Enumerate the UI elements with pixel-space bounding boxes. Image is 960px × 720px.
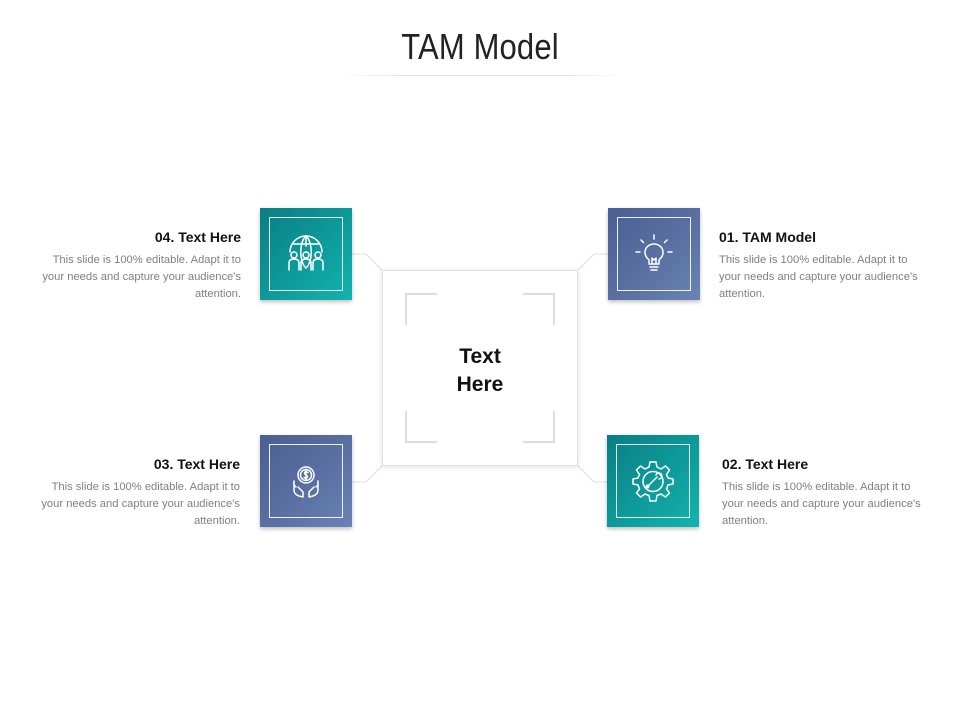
center-box: Text Here: [382, 270, 578, 466]
tile-03-frame: [269, 444, 343, 518]
globe-people-icon: [288, 235, 324, 271]
lightbulb-icon: [635, 234, 673, 271]
corner-bracket-top-right: [523, 293, 555, 325]
tile-02-frame: [616, 444, 690, 518]
item-03-text: 03. Text Here This slide is 100% editabl…: [40, 456, 240, 530]
item-02-body: This slide is 100% editable. Adapt it to…: [722, 481, 921, 527]
corner-bracket-bottom-left: [405, 411, 437, 443]
tile-03: [260, 435, 352, 527]
connector-top-left: [352, 253, 383, 271]
title-divider: [340, 75, 622, 76]
item-04-heading: 04. Text Here: [154, 229, 241, 245]
money-hands-icon: [293, 466, 319, 498]
item-04-text: 04. Text Here This slide is 100% editabl…: [41, 229, 241, 303]
connector-top-right: [577, 253, 608, 271]
item-01-text: 01. TAM Model This slide is 100% editabl…: [719, 229, 919, 303]
item-02-text: 02. Text Here This slide is 100% editabl…: [722, 456, 922, 530]
item-04-body: This slide is 100% editable. Adapt it to…: [42, 254, 241, 300]
gear-wrench-icon: [632, 461, 674, 502]
tile-02: [607, 435, 699, 527]
center-label-line2: Here: [456, 373, 504, 396]
item-01-heading: 01. TAM Model: [719, 229, 816, 245]
center-label-line1: Text: [459, 345, 501, 368]
slide-title: TAM Model: [401, 26, 559, 67]
tile-01: [608, 208, 700, 300]
tile-01-frame: [617, 217, 691, 291]
corner-bracket-bottom-right: [523, 411, 555, 443]
corner-bracket-top-left: [405, 293, 437, 325]
tile-04: [260, 208, 352, 300]
item-03-body: This slide is 100% editable. Adapt it to…: [41, 481, 240, 527]
item-02-heading: 02. Text Here: [722, 456, 809, 472]
center-label: Text Here: [383, 343, 577, 399]
item-03-heading: 03. Text Here: [153, 456, 240, 472]
tile-04-frame: [269, 217, 343, 291]
item-01-body: This slide is 100% editable. Adapt it to…: [719, 254, 918, 300]
connector-bottom-right: [577, 465, 608, 483]
connector-bottom-left: [352, 465, 383, 483]
